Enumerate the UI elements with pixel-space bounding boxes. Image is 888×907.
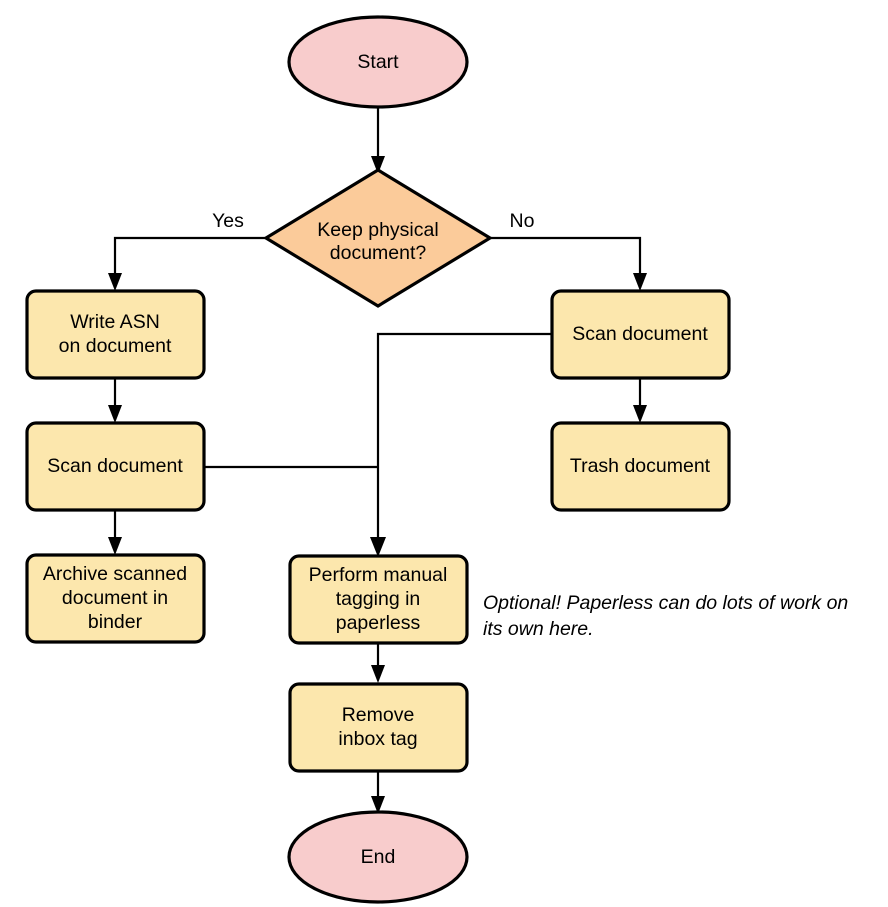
arrow-head-icon (371, 665, 385, 683)
trash-document-box-shape[interactable] (550, 421, 731, 512)
remove-inbox-label-line1: Remove (342, 704, 415, 726)
annotation-note: Optional! Paperless can do lots of work … (483, 592, 848, 640)
arrow-head-icon (108, 405, 122, 423)
node-perform-manual-tagging[interactable]: Perform manual tagging in paperless (288, 554, 469, 645)
arrow-head-icon (371, 796, 385, 814)
archive-label-line1: Archive scanned (43, 563, 187, 585)
node-start[interactable]: Start (287, 15, 469, 109)
edge-tagging-to-removeinbox (371, 643, 385, 683)
edge-removeinbox-to-end (371, 771, 385, 814)
edge-start-to-decision (371, 103, 385, 174)
write-asn-box-shape[interactable] (25, 289, 206, 380)
decision-label-line1: Keep physical (317, 219, 438, 241)
edge-label-no: No (510, 210, 535, 232)
arrow-head-icon (633, 273, 647, 291)
node-archive-scanned-document[interactable]: Archive scanned document in binder (25, 553, 206, 644)
archive-label-line2: document in (62, 587, 168, 609)
write-asn-label-line1: Write ASN (70, 311, 160, 333)
edge-line-no (490, 236, 642, 280)
arrow-head-icon (633, 405, 647, 423)
arrow-head-icon (108, 273, 122, 291)
node-end[interactable]: End (287, 810, 469, 904)
node-decision-keep-physical-document[interactable]: Keep physical document? (262, 168, 494, 308)
scan-document-right-label: Scan document (572, 323, 708, 345)
note-line1: Optional! Paperless can do lots of work … (483, 592, 848, 614)
edge-label-yes: Yes (212, 210, 244, 232)
archive-label-line3: binder (88, 611, 143, 633)
edge-line-scanright-tagging (376, 332, 552, 544)
edge-scanright-to-trash (633, 378, 647, 423)
end-label: End (361, 846, 396, 868)
node-remove-inbox-tag[interactable]: Remove inbox tag (288, 682, 469, 773)
trash-document-label: Trash document (570, 455, 711, 477)
node-trash-document[interactable]: Trash document (550, 421, 731, 512)
archive-box-shape[interactable] (25, 553, 206, 644)
scan-document-right-box-shape[interactable] (550, 289, 731, 380)
edge-scanleft-to-archive (108, 510, 122, 555)
tagging-label-line2: tagging in (336, 588, 421, 610)
scan-document-left-box-shape[interactable] (25, 421, 206, 512)
arrow-head-icon (370, 537, 386, 557)
decision-diamond-shape[interactable] (262, 168, 494, 308)
end-ellipse-shape[interactable] (287, 810, 469, 904)
start-label: Start (357, 51, 399, 73)
edge-writeasn-to-scanleft (108, 378, 122, 423)
node-scan-document-right[interactable]: Scan document (550, 289, 731, 380)
node-write-asn[interactable]: Write ASN on document (25, 289, 206, 380)
node-scan-document-left[interactable]: Scan document (25, 421, 206, 512)
edge-decision-yes: Yes (108, 210, 266, 291)
note-line2: its own here. (483, 618, 594, 640)
tagging-label-line3: paperless (336, 612, 421, 634)
arrow-head-icon (108, 537, 122, 555)
write-asn-label-line2: on document (59, 335, 172, 357)
remove-inbox-tag-box-shape[interactable] (288, 682, 469, 773)
scan-document-left-label: Scan document (47, 455, 183, 477)
tagging-label-line1: Perform manual (309, 564, 448, 586)
decision-label-line2: document? (330, 242, 427, 264)
start-ellipse-shape[interactable] (287, 15, 469, 109)
edge-line-yes (113, 236, 266, 280)
remove-inbox-label-line2: inbox tag (338, 728, 417, 750)
tagging-box-shape[interactable] (288, 554, 469, 645)
edge-decision-no: No (490, 210, 647, 291)
arrow-head-icon (371, 156, 385, 174)
edge-scanright-to-tagging (370, 332, 552, 557)
